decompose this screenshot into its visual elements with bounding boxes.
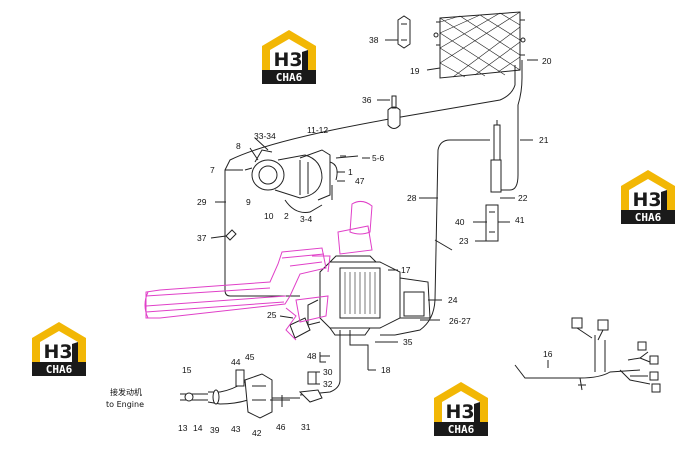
label-21: 21: [539, 135, 549, 145]
label-5-6: 5-6: [372, 153, 385, 163]
label-17: 17: [401, 265, 411, 275]
label-8: 8: [236, 141, 241, 151]
label-41: 41: [515, 215, 525, 225]
svg-text:H3: H3: [43, 341, 72, 363]
label-31: 31: [301, 422, 311, 432]
engine-note-en: to Engine: [106, 400, 144, 409]
air-ducts: [144, 200, 373, 341]
label-13: 13: [178, 423, 188, 433]
label-22: 22: [518, 193, 528, 203]
label-9: 9: [246, 197, 251, 207]
label-10: 10: [264, 211, 274, 221]
label-44: 44: [231, 357, 241, 367]
compressor: [244, 149, 331, 213]
label-11-12: 11-12: [307, 125, 329, 135]
label-14: 14: [193, 423, 203, 433]
label-16: 16: [543, 349, 553, 359]
label-2: 2: [284, 211, 289, 221]
label-46: 46: [276, 422, 286, 432]
label-29: 29: [197, 197, 207, 207]
label-33-34: 33-34: [254, 131, 276, 141]
label-37: 37: [197, 233, 207, 243]
label-39: 39: [210, 425, 220, 435]
bracket-38: [397, 15, 411, 49]
label-30: 30: [323, 367, 333, 377]
label-45: 45: [245, 352, 255, 362]
label-19: 19: [410, 66, 420, 76]
svg-text:CHA6: CHA6: [448, 423, 475, 436]
label-1: 1: [348, 167, 353, 177]
label-35: 35: [403, 337, 413, 347]
label-23: 23: [459, 236, 469, 246]
label-40: 40: [455, 217, 465, 227]
label-20: 20: [542, 56, 552, 66]
svg-text:H3: H3: [632, 189, 661, 211]
label-18: 18: [381, 365, 391, 375]
label-42: 42: [252, 428, 262, 438]
engine-note-cn: 接发动机: [110, 388, 142, 397]
label-43: 43: [231, 424, 241, 434]
label-36: 36: [362, 95, 372, 105]
condenser: [433, 11, 526, 79]
svg-text:H3: H3: [273, 49, 302, 71]
label-15: 15: [182, 365, 192, 375]
label-38: 38: [369, 35, 379, 45]
label-7: 7: [210, 165, 215, 175]
svg-text:H3: H3: [445, 401, 474, 423]
label-28: 28: [407, 193, 417, 203]
label-32: 32: [323, 379, 333, 389]
label-26-27: 26-27: [449, 316, 471, 326]
svg-text:CHA6: CHA6: [46, 363, 73, 376]
label-24: 24: [448, 295, 458, 305]
svg-text:CHA6: CHA6: [635, 211, 662, 224]
label-3-4: 3-4: [300, 214, 313, 224]
label-48: 48: [307, 351, 317, 361]
label-25: 25: [267, 310, 277, 320]
svg-text:CHA6: CHA6: [276, 71, 303, 84]
label-47: 47: [355, 176, 365, 186]
wire-harness: [514, 317, 661, 393]
